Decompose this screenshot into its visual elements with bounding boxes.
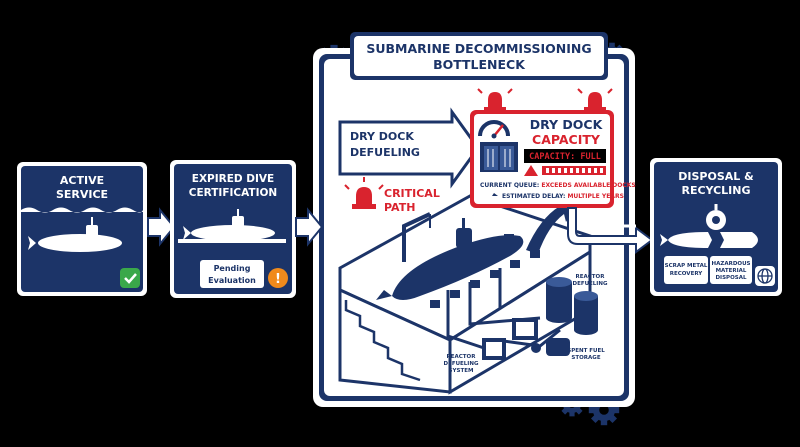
expired-certification-card: EXPIRED DIVE CERTIFICATION Pending Evalu… — [170, 160, 296, 298]
title-line-2: BOTTLENECK — [433, 57, 526, 72]
checkmark-badge — [120, 268, 140, 288]
reactor-defueling-system-label-1: REACTOR — [447, 354, 477, 360]
submarine-icon — [28, 217, 122, 252]
title-line-1: SUBMARINE DECOMMISSIONING — [366, 41, 591, 56]
bottleneck-arrow — [526, 198, 578, 254]
capacity-title-2: CAPACITY — [532, 132, 601, 147]
scrap-metal-box — [664, 256, 708, 284]
capacity-status-display — [524, 149, 606, 163]
critical-path-label: CRITICAL PATH — [344, 177, 440, 214]
submarine-icon — [478, 193, 498, 196]
expired-title-2: CERTIFICATION — [189, 187, 277, 199]
globe-icon — [757, 268, 773, 284]
flow-arrow — [567, 207, 654, 254]
submarine-icon — [376, 218, 524, 300]
siren-icon — [344, 177, 384, 209]
reactor-defueling-system-label-3: SYSTEM — [449, 368, 474, 374]
disposal-title-1: DISPOSAL & — [678, 170, 754, 183]
delay-label: ESTIMATED DELAY: MULTIPLE YEARS — [502, 193, 624, 200]
dry-dock-capacity-panel: DRY DOCK CAPACITY CAPACITY: FULL CURRENT… — [470, 88, 636, 208]
disposal-title-2: RECYCLING — [681, 184, 750, 197]
defueling-line-2: DEFUELING — [350, 146, 420, 159]
warning-icon: ! — [275, 272, 281, 287]
spent-fuel-storage-label-2: STORAGE — [571, 355, 600, 361]
reactor-defueling-label-1: REACTOR — [576, 274, 606, 280]
hazard-line-2: MATERIAL — [716, 268, 747, 274]
pending-evaluation-box — [200, 260, 264, 288]
critical-line-1: CRITICAL — [384, 187, 440, 200]
pending-line-2: Evaluation — [208, 276, 256, 285]
critical-line-2: PATH — [384, 201, 415, 214]
spent-fuel-storage-label-1: SPENT FUEL — [567, 348, 605, 354]
reactor-defueling-label-2: DEFUELING — [573, 281, 608, 287]
disposal-recycling-card: DISPOSAL & RECYCLING SCRAP METAL RECOVER… — [650, 158, 782, 296]
warning-badge — [268, 268, 288, 288]
siren-icon — [477, 88, 513, 111]
reactor-defueling-system-label-2: DEFUELING — [444, 361, 479, 367]
capacity-title-1: DRY DOCK — [530, 117, 604, 132]
defueling-line-1: DRY DOCK — [350, 130, 414, 143]
capacity-status: CAPACITY: FULL — [529, 152, 601, 162]
gauge-icon — [478, 120, 510, 139]
flow-arrow — [295, 207, 324, 247]
active-title-2: SERVICE — [56, 188, 108, 201]
expired-title-1: EXPIRED DIVE — [192, 173, 274, 185]
dry-dock-illustration — [338, 194, 598, 395]
hazard-line-3: DISPOSAL — [715, 275, 746, 281]
saw-blade-icon — [706, 204, 726, 230]
active-title-1: ACTIVE — [60, 174, 104, 187]
pending-line-1: Pending — [214, 264, 251, 273]
submarine-icon — [660, 232, 758, 248]
queue-label: CURRENT QUEUE: EXCEEDS AVAILABLE DOCKS — [480, 182, 636, 189]
submarine-icon — [183, 209, 275, 241]
active-service-card: ACTIVE SERVICE — [17, 162, 147, 296]
reactor-vessel — [574, 291, 598, 335]
hazard-line-1: HAZARDOUS — [711, 261, 750, 267]
hazardous-material-box — [710, 256, 752, 284]
siren-icon — [577, 88, 613, 111]
warning-icon — [524, 165, 538, 176]
checkmark-icon — [124, 273, 137, 284]
defueling-arrow: DRY DOCK DEFUELING — [338, 107, 480, 189]
title-plate: SUBMARINE DECOMMISSIONING BOTTLENECK — [350, 32, 608, 80]
capacity-meter — [542, 166, 606, 175]
reactor-vessel — [546, 277, 572, 323]
flow-arrow — [147, 207, 176, 247]
scrap-line-2: RECOVERY — [670, 271, 704, 277]
dock-gate-icon — [480, 142, 518, 172]
scrap-line-1: SCRAP METAL — [665, 263, 708, 269]
